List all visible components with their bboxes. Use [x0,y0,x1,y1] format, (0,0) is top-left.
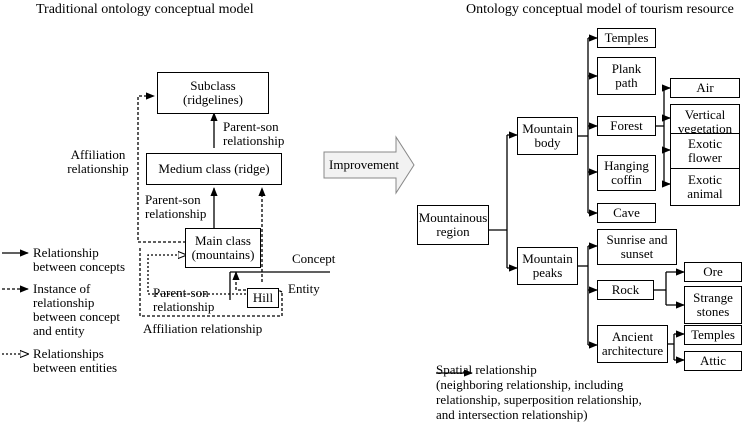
legend-dotted-text: Relationships between entities [33,346,118,375]
temples-peak-box: Temples [684,325,742,345]
parent-son-label-2: Parent-son relationship [145,192,207,221]
ancient-architecture-box: Ancient architecture [597,325,668,363]
plank-path-box: Plank path [597,57,656,95]
right-title: Ontology conceptual model of tourism res… [466,2,734,17]
parent-son-label-3: Parent-son relationship [153,285,215,314]
hanging-coffin-box: Hanging coffin [597,155,656,191]
attic-box: Attic [684,351,742,371]
improvement-arrow [323,135,415,195]
parent-son-label-1: Parent-son relationship [223,119,285,148]
left-title: Traditional ontology conceptual model [36,2,254,17]
temples-box: Temples [597,28,656,48]
exotic-animal-box: Exotic animal [670,168,740,206]
mountainous-region-box: Mountainous region [417,205,489,245]
entity-label: Entity [288,281,320,296]
legend-dashed-text: Instance of relationship between concept… [33,281,120,338]
mountain-body-box: Mountain body [517,117,578,155]
subclass-box: Subclass (ridgelines) [157,72,269,114]
medium-class-box: Medium class (ridge) [146,153,282,185]
ore-box: Ore [684,262,742,282]
rock-box: Rock [597,280,654,300]
air-box: Air [670,78,740,98]
affiliation-relationship-bottom: Affiliation relationship [143,321,263,336]
exotic-flower-box: Exotic flower [670,133,740,169]
mountain-peaks-box: Mountain peaks [517,247,578,285]
spatial-relationship-note: Spatial relationship (neighboring relati… [436,362,642,422]
main-class-box: Main class (mountains) [185,228,261,268]
sunrise-sunset-box: Sunrise and sunset [597,229,677,265]
improvement-label: Improvement [329,157,400,172]
hill-box: Hill [247,288,279,308]
strange-stones-box: Strange stones [684,286,742,324]
concept-label: Concept [292,251,336,266]
forest-box: Forest [597,116,656,136]
affiliation-relationship-top: Affiliation relationship [67,147,129,176]
cave-box: Cave [597,203,656,223]
legend-solid-text: Relationship between concepts [33,245,126,274]
